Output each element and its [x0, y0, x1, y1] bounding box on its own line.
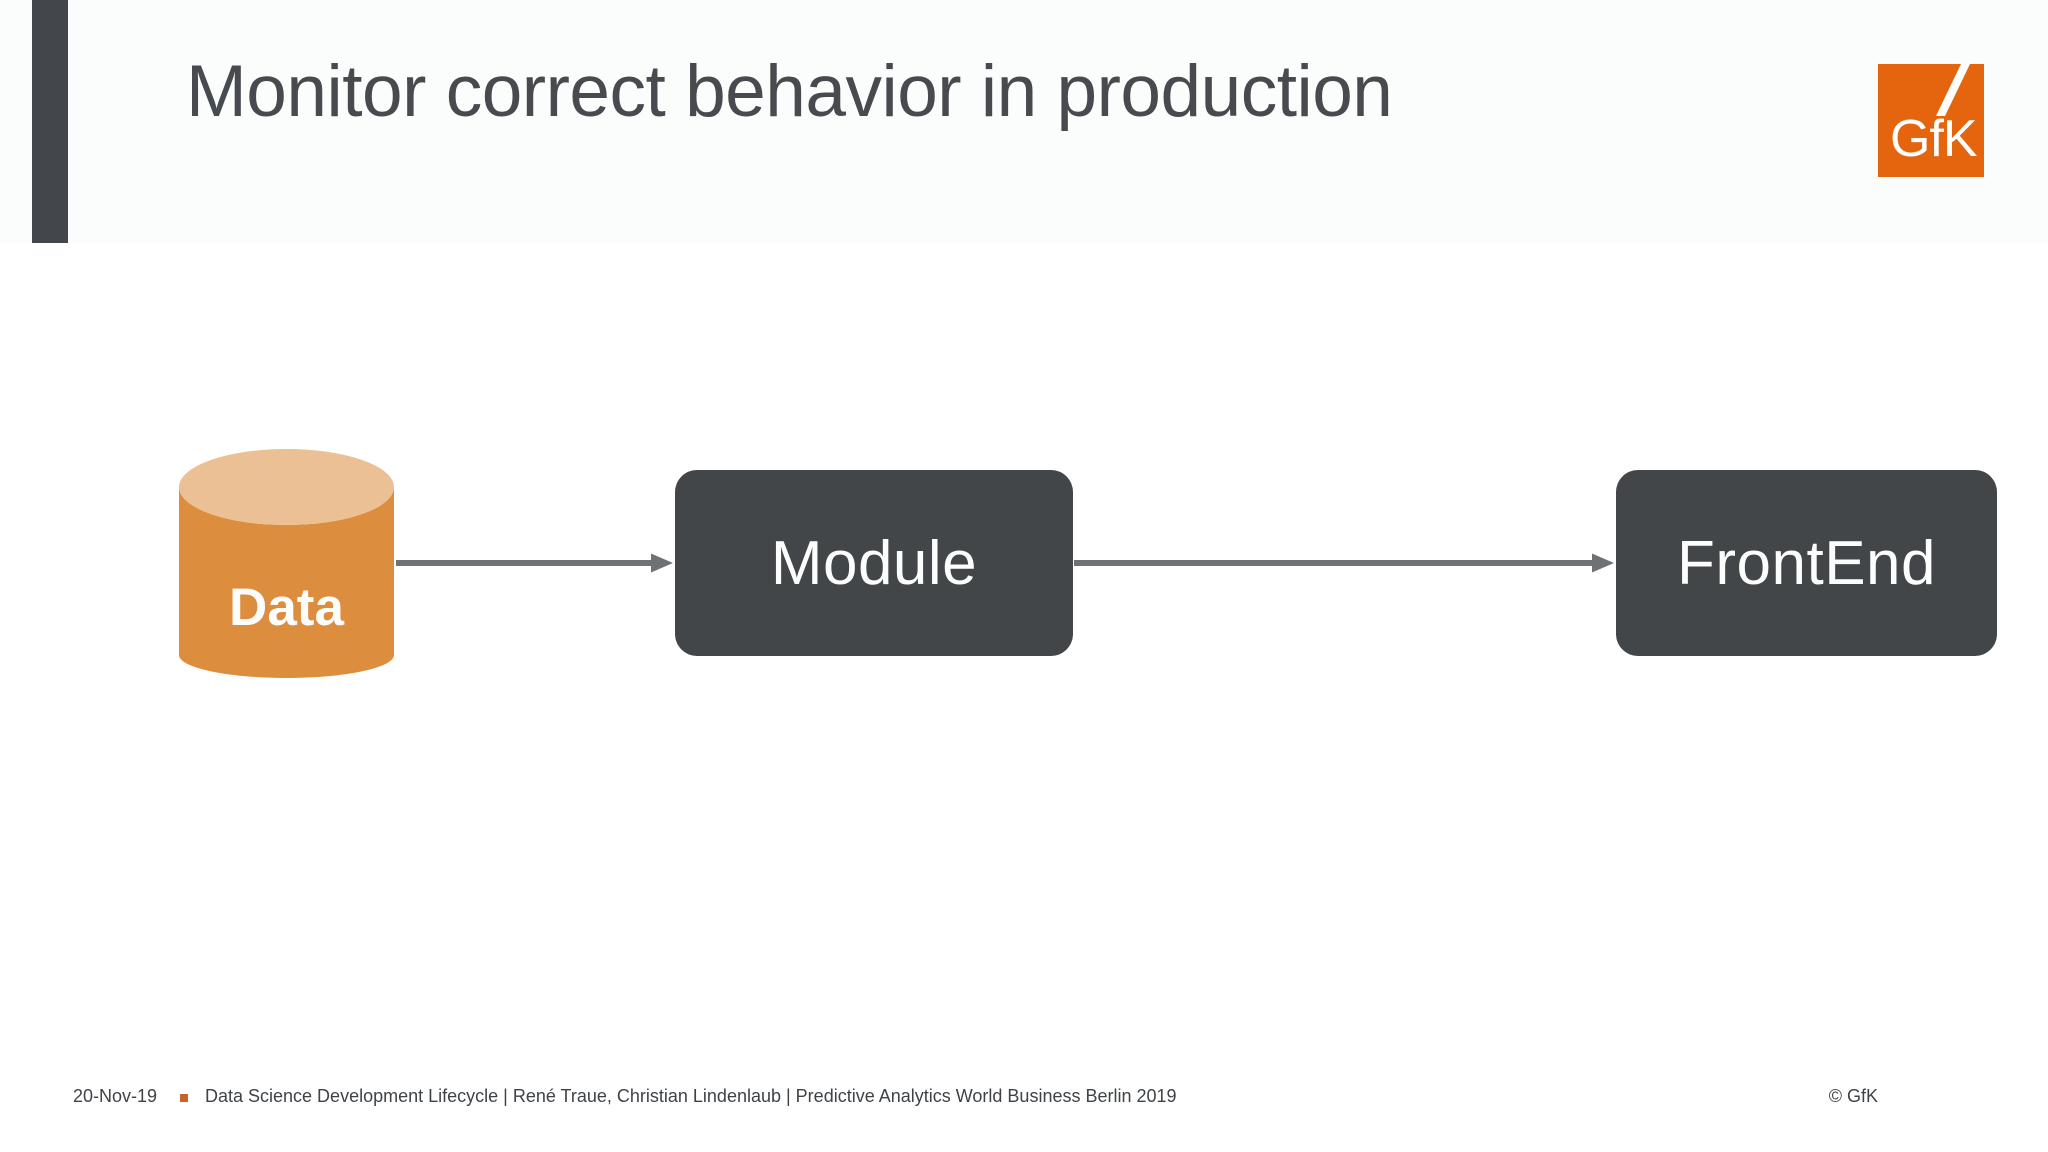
- gfk-logo-slash-icon: [1936, 64, 1970, 116]
- data-node-label: Data: [229, 578, 344, 637]
- frontend-node-label: FrontEnd: [1676, 528, 1937, 598]
- header-band: [0, 0, 2048, 243]
- footer-credits: Data Science Development Lifecycle | Ren…: [205, 1086, 1177, 1106]
- module-node: Module: [675, 470, 1073, 656]
- module-node-label: Module: [770, 528, 978, 598]
- gfk-logo-text: GfK: [1890, 110, 1978, 168]
- footer-date: 20-Nov-19: [73, 1086, 158, 1106]
- footer-copyright: © GfK: [1828, 1086, 1878, 1106]
- footer-bullet-icon: [180, 1094, 188, 1102]
- gfk-logo-square: [1878, 64, 1984, 177]
- arrowhead-data-to-module-icon: [651, 553, 673, 573]
- database-cylinder-icon: [179, 449, 394, 678]
- left-accent-bar: [32, 0, 68, 243]
- slide-title: Monitor correct behavior in production: [186, 51, 1393, 132]
- data-cylinder-node: Data: [179, 448, 394, 680]
- arrowhead-module-to-frontend-icon: [1592, 553, 1614, 573]
- frontend-node: FrontEnd: [1616, 470, 1997, 656]
- gfk-logo: GfK: [1878, 64, 1984, 177]
- gfk-logo-graphic: GfK: [1878, 64, 1984, 177]
